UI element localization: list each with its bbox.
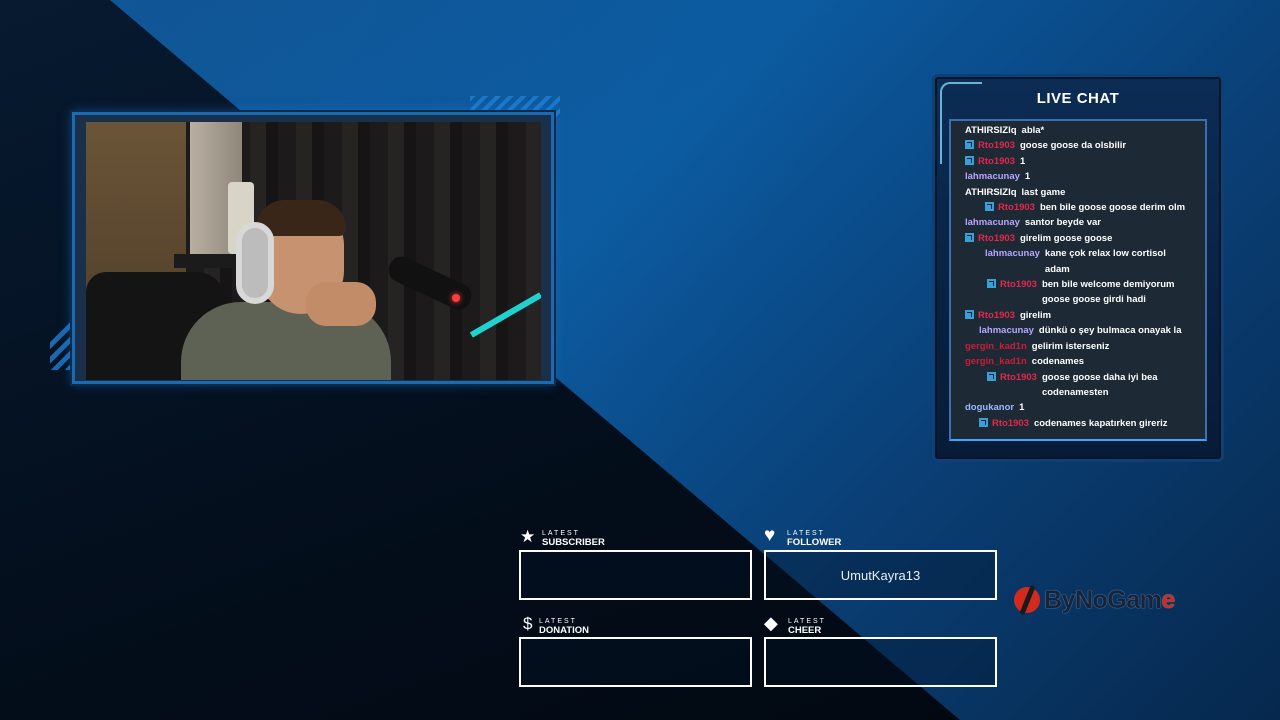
- live-chat-panel[interactable]: ATHIRSIZlq abla* Rto1903 goose goose da ols…: [949, 119, 1207, 441]
- dollar-icon: $: [523, 614, 533, 633]
- chat-text: codenames kapatırken gireriz: [1033, 417, 1168, 429]
- chat-username[interactable]: Rto1903: [978, 140, 1015, 152]
- chat-text: adam: [1044, 263, 1070, 275]
- webcam-person-hand: [306, 282, 376, 326]
- headphone-icon: [236, 222, 274, 304]
- chat-text: codenamesten: [1041, 386, 1109, 398]
- chat-username[interactable]: lahmacunay: [965, 217, 1020, 229]
- chat-message: Rto1903 girelim goose goose: [951, 231, 1205, 246]
- chat-username[interactable]: gergin_kad1n: [965, 340, 1027, 352]
- chat-username[interactable]: dogukanor: [965, 402, 1015, 414]
- chat-text: abla*: [1021, 125, 1045, 136]
- chat-badge-icon: [965, 232, 974, 242]
- chat-username[interactable]: lahmacunay: [979, 325, 1034, 337]
- chat-text: 1: [1019, 402, 1025, 414]
- chat-text: last game: [1021, 186, 1066, 198]
- chat-message-continuation: lahmacunayadam: [951, 262, 1205, 277]
- chat-text: ben bile goose goose derim olm: [1039, 202, 1186, 214]
- latest-cheer-label: LATEST CHEER: [788, 618, 826, 636]
- chat-message: lahmacunay kane çok relax low cortisol: [951, 246, 1205, 261]
- chat-username[interactable]: gergin_kad1n: [965, 356, 1027, 368]
- chat-frame-glow: [940, 82, 982, 164]
- chat-message: Rto1903 ben bile welcome demiyorum: [951, 277, 1205, 292]
- diamond-icon: ◆: [764, 613, 778, 633]
- chat-badge-icon: [987, 371, 996, 381]
- chat-badge-icon: [965, 140, 974, 150]
- chat-message: Rto1903 girelim: [951, 308, 1205, 323]
- chat-username[interactable]: lahmacunay: [965, 171, 1020, 183]
- chat-text: santor beyde var: [1024, 217, 1101, 229]
- chat-message: lahmacunay dünkü o şey bulmaca onayak la: [951, 323, 1205, 338]
- chat-text: girelim goose goose: [1019, 232, 1113, 244]
- chat-text: ben bile welcome demiyorum: [1041, 279, 1175, 291]
- chat-text: 1: [1024, 171, 1031, 183]
- chat-username[interactable]: ATHIRSIZlq: [965, 125, 1017, 136]
- chat-message: Rto1903 codenames kapatırken gireriz: [951, 416, 1205, 431]
- mic-led: [452, 294, 460, 302]
- chat-text: goose goose daha iyi bea: [1041, 371, 1158, 383]
- chat-badge-icon: [987, 279, 996, 289]
- latest-cheer-box: [764, 637, 997, 687]
- chat-username[interactable]: Rto1903: [1000, 279, 1037, 291]
- latest-donation-box: [519, 637, 752, 687]
- chat-username[interactable]: Rto1903: [978, 232, 1015, 244]
- chat-username[interactable]: ATHIRSIZlq: [965, 186, 1017, 198]
- chat-text: kane çok relax low cortisol: [1044, 248, 1166, 260]
- chat-text: 1: [1019, 155, 1026, 167]
- bynogame-logo-icon: [1014, 587, 1040, 613]
- chat-text: codenames: [1031, 356, 1085, 368]
- chat-message-continuation: Rto1903codenamesten: [951, 385, 1205, 400]
- chat-text: girelim: [1019, 309, 1052, 321]
- chat-username[interactable]: Rto1903: [998, 202, 1035, 214]
- chat-username[interactable]: Rto1903: [1000, 371, 1037, 383]
- latest-follower-label: LATEST FOLLOWER: [787, 530, 842, 548]
- latest-follower-box: UmutKayra13: [764, 550, 997, 600]
- chat-badge-icon: [965, 309, 974, 319]
- chat-message: Rto1903 goose goose daha iyi bea: [951, 370, 1205, 385]
- latest-donation-label: LATEST DONATION: [539, 618, 589, 636]
- latest-subscriber-box: [519, 550, 752, 600]
- chat-message: Rto1903 goose goose da olsbilir: [951, 138, 1205, 153]
- bynogame-logo-text: ByNoGame: [1044, 585, 1175, 614]
- latest-subscriber-label: LATEST SUBSCRIBER: [542, 530, 605, 548]
- live-chat-title: LIVE CHAT: [1036, 90, 1120, 107]
- chat-message: ATHIRSIZlq abla*: [951, 123, 1205, 138]
- webcam-video: [86, 122, 541, 380]
- chat-message: dogukanor 1: [951, 400, 1205, 415]
- chat-text: dünkü o şey bulmaca onayak la: [1038, 325, 1182, 337]
- chat-message: lahmacunay 1: [951, 169, 1205, 184]
- chat-username[interactable]: Rto1903: [992, 417, 1029, 429]
- star-icon: ★: [520, 527, 536, 546]
- chat-message: ATHIRSIZlq last game: [951, 185, 1205, 200]
- chat-message: gergin_kad1n gelirim isterseniz: [951, 339, 1205, 354]
- chat-username[interactable]: lahmacunay: [985, 248, 1040, 260]
- chat-username[interactable]: Rto1903: [978, 155, 1015, 167]
- heart-icon: ♥: [764, 525, 776, 546]
- bynogame-logo: ByNoGame: [1014, 583, 1175, 617]
- chat-text: goose goose da olsbilir: [1019, 140, 1127, 152]
- chat-username[interactable]: Rto1903: [978, 309, 1015, 321]
- chat-badge-icon: [985, 202, 994, 212]
- chat-badge-icon: [979, 417, 988, 427]
- chat-text: goose goose girdi hadi: [1041, 294, 1146, 306]
- chat-message: Rto1903 1: [951, 154, 1205, 169]
- chat-message: lahmacunay santor beyde var: [951, 215, 1205, 230]
- chat-text: gelirim isterseniz: [1031, 340, 1110, 352]
- chat-badge-icon: [965, 155, 974, 165]
- chat-message: gergin_kad1n codenames: [951, 354, 1205, 369]
- chat-message: Rto1903 ben bile goose goose derim olm: [951, 200, 1205, 215]
- chat-message-list: ATHIRSIZlq abla* Rto1903 goose goose da ols…: [951, 123, 1205, 431]
